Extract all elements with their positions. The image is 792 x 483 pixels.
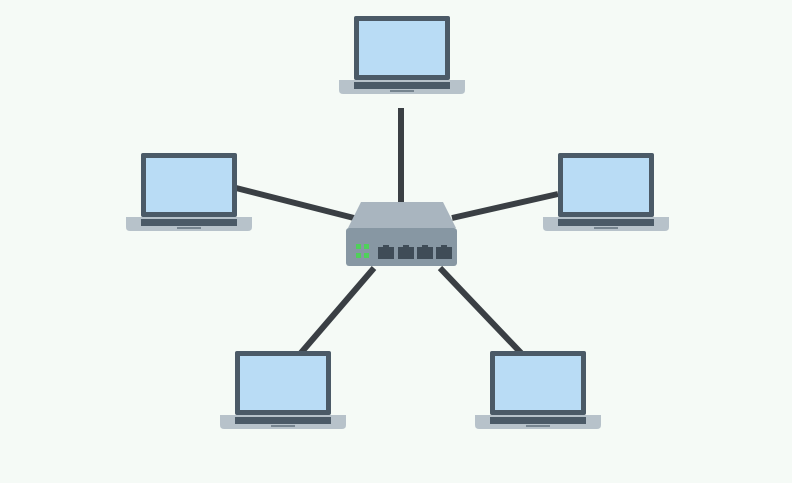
ethernet-port-icon	[436, 245, 452, 259]
switch-top-face	[348, 202, 456, 228]
laptop-top	[339, 16, 465, 94]
cable-to-laptop-bottom-left	[297, 266, 377, 356]
laptop-left	[126, 153, 252, 231]
cable-to-laptop-left	[235, 185, 355, 221]
indicator-light	[364, 253, 369, 258]
laptop-bottom-left	[220, 351, 346, 429]
ethernet-port-icon	[417, 245, 433, 259]
switch-ports	[378, 245, 452, 259]
indicator-light	[356, 244, 361, 249]
indicator-light	[356, 253, 361, 258]
cables	[235, 108, 559, 357]
laptop-right	[543, 153, 669, 231]
ethernet-port-icon	[398, 245, 414, 259]
ethernet-port-icon	[378, 245, 394, 259]
cable-to-laptop-right	[451, 191, 559, 221]
cable-to-laptop-bottom-right	[437, 265, 525, 357]
switch-indicator-lights	[356, 244, 369, 258]
indicator-light	[364, 244, 369, 249]
network-switch	[346, 202, 457, 266]
laptop-bottom-right	[475, 351, 601, 429]
